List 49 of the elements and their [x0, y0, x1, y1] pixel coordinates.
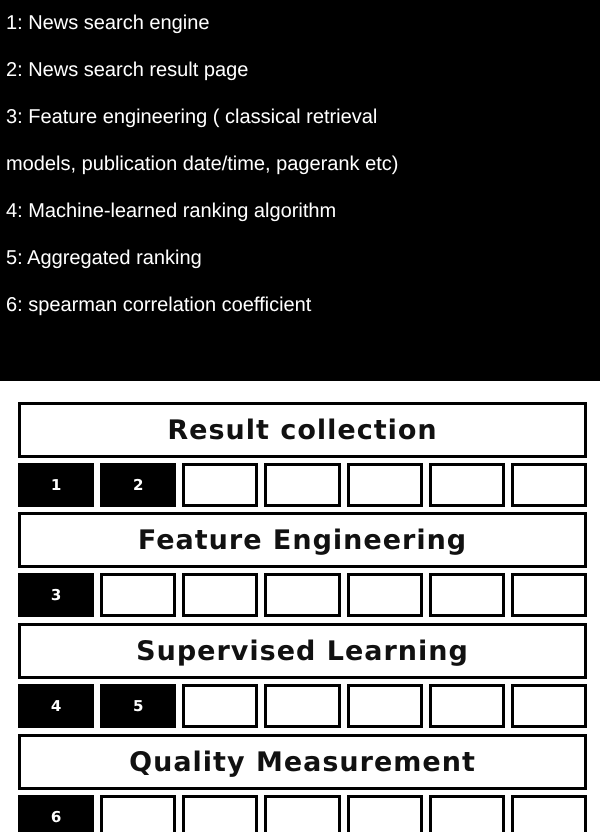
empty-cell — [346, 795, 423, 832]
legend-item: 6: spearman correlation coefficient — [5, 293, 312, 318]
stage-box — [18, 402, 587, 458]
legend-item: 3: Feature engineering ( classical retrieval models, publication date/time, pagerank etc) — [5, 105, 400, 177]
cell-number: 3 — [50, 586, 62, 604]
legend-item: 5: Aggregated ranking — [5, 246, 203, 271]
empty-cell — [264, 573, 341, 617]
empty-cell — [510, 684, 587, 728]
empty-cell — [264, 795, 341, 832]
stage-title: Feature Engineering — [138, 524, 468, 556]
empty-cell — [510, 573, 587, 617]
cell-number: 2 — [132, 476, 144, 494]
empty-cell — [182, 684, 258, 728]
numbered-cell — [18, 684, 94, 728]
empty-cell — [264, 684, 341, 728]
stage-title: Result collection — [167, 414, 438, 446]
legend-item: 4: Machine-learned ranking algorithm — [5, 199, 338, 224]
stage-title: Supervised Learning — [136, 636, 469, 666]
stage-box — [18, 512, 587, 568]
stage-title: Quality Measurement — [129, 746, 476, 778]
empty-cell — [428, 573, 505, 617]
empty-cell — [100, 795, 176, 832]
empty-cell — [428, 795, 505, 832]
empty-cell — [346, 463, 423, 507]
empty-cell — [346, 573, 423, 617]
stage-box — [18, 734, 587, 790]
cell-number: 5 — [132, 697, 144, 715]
legend-panel — [0, 0, 600, 381]
empty-cell — [510, 463, 587, 507]
empty-cell — [182, 463, 258, 507]
empty-cell — [428, 684, 505, 728]
numbered-cell — [18, 795, 94, 832]
empty-cell — [510, 795, 587, 832]
empty-cell — [264, 463, 341, 507]
empty-cell — [182, 573, 258, 617]
cell-number: 6 — [50, 808, 62, 826]
empty-cell — [428, 463, 505, 507]
legend-item: 1: News search engine — [5, 11, 210, 36]
empty-cell — [182, 795, 258, 832]
cell-number: 4 — [50, 697, 62, 715]
numbered-cell — [100, 463, 176, 507]
legend-item: 2: News search result page — [5, 58, 250, 83]
numbered-cell — [100, 684, 176, 728]
stage-box — [18, 623, 587, 679]
numbered-cell — [18, 463, 94, 507]
cell-number: 1 — [50, 476, 62, 494]
empty-cell — [346, 684, 423, 728]
empty-cell — [100, 573, 176, 617]
numbered-cell — [18, 573, 94, 617]
